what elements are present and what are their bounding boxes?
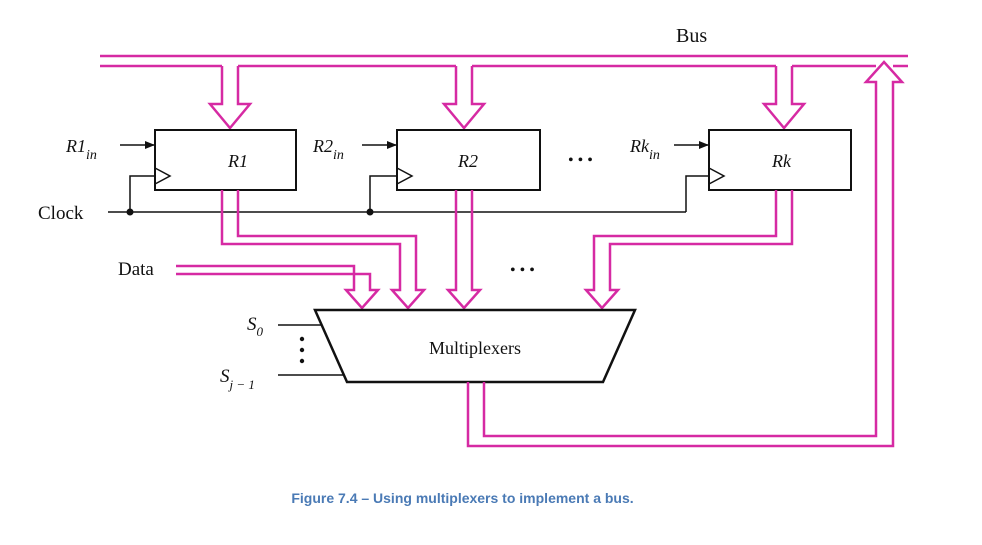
clock-line xyxy=(108,175,708,213)
rk-to-mux-path xyxy=(583,190,794,310)
r1-in-input: R1in xyxy=(65,136,155,163)
register-r2-label: R2 xyxy=(457,151,478,171)
data-label: Data xyxy=(118,259,154,280)
figure-caption: Figure 7.4 – Using multiplexers to imple… xyxy=(291,490,634,506)
mux-to-bus-path xyxy=(466,60,905,448)
bus-to-r1-arrow xyxy=(207,66,253,130)
register-rk-label: Rk xyxy=(771,151,792,171)
r2-to-mux-path xyxy=(445,190,483,310)
multiplexers-label: Multiplexers xyxy=(429,338,521,358)
register-r2: R2 xyxy=(396,129,541,191)
bus-to-r2-arrow xyxy=(441,66,487,130)
clock-junction-r1 xyxy=(126,208,134,216)
clock-label: Clock xyxy=(38,203,84,224)
svg-text:Sj − 1: Sj − 1 xyxy=(220,366,255,392)
r2-in-input: R2in xyxy=(312,136,397,163)
svg-text:R1in: R1in xyxy=(65,136,97,163)
svg-text:S0: S0 xyxy=(247,314,264,339)
bus-label: Bus xyxy=(676,25,707,47)
register-rk: Rk xyxy=(708,129,852,191)
svg-text:Rkin: Rkin xyxy=(629,136,660,163)
select-sj-1: Sj − 1 xyxy=(220,366,344,392)
r1-to-mux-path xyxy=(220,190,427,310)
register-ellipsis: • • • xyxy=(568,152,593,169)
data-to-mux-path xyxy=(176,264,381,310)
select-s0: S0 xyxy=(247,314,322,339)
clock-junction-r2 xyxy=(366,208,374,216)
register-r1-label: R1 xyxy=(227,151,248,171)
bus-to-rk-arrow xyxy=(761,66,807,130)
multiplexers-block: Multiplexers xyxy=(313,308,637,384)
mux-input-ellipsis: • • • xyxy=(510,262,535,279)
register-r1: R1 xyxy=(154,129,297,191)
rk-in-input: Rkin xyxy=(629,136,709,163)
svg-text:R2in: R2in xyxy=(312,136,344,163)
select-dots xyxy=(299,336,305,364)
bus-lines xyxy=(100,54,908,68)
